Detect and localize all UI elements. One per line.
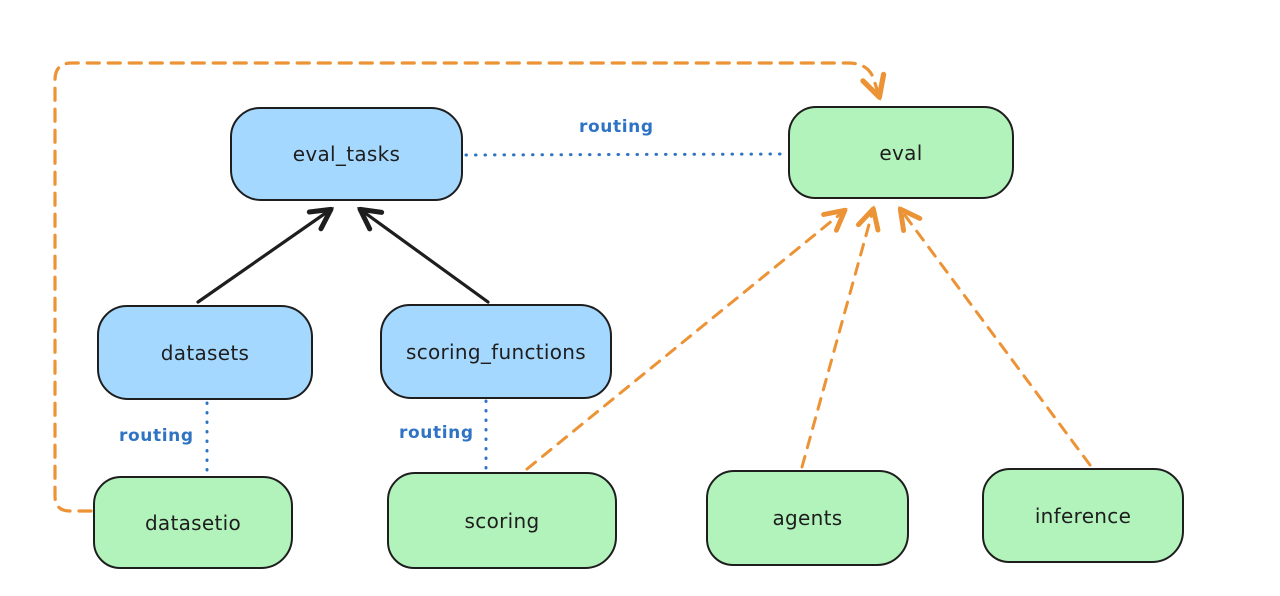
node-inference: inference — [982, 468, 1184, 563]
node-eval-tasks: eval_tasks — [230, 107, 463, 201]
node-datasets-label: datasets — [160, 340, 250, 365]
node-datasetio-label: datasetio — [144, 510, 242, 535]
node-scoring-label: scoring — [464, 508, 540, 533]
node-scoring: scoring — [387, 472, 617, 569]
edge-scoring-functions-to-eval-tasks — [361, 210, 490, 304]
edge-eval-tasks-to-eval — [464, 152, 787, 157]
node-agents: agents — [706, 470, 909, 566]
edge-inference-to-eval — [901, 210, 1092, 467]
node-eval: eval — [788, 106, 1014, 199]
node-eval-tasks-label: eval_tasks — [292, 142, 401, 166]
node-eval-label: eval — [879, 140, 923, 165]
edge-label-routing-eval: routing — [579, 117, 654, 137]
node-scoring-functions: scoring_functions — [380, 304, 612, 399]
node-agents-label: agents — [772, 506, 843, 530]
edge-datasets-to-eval-tasks — [196, 210, 330, 304]
node-scoring-functions-label: scoring_functions — [405, 339, 587, 364]
node-inference-label: inference — [1034, 503, 1132, 528]
node-datasets: datasets — [97, 305, 313, 400]
edge-agents-to-eval — [800, 210, 873, 469]
edge-label-routing-scoring: routing — [399, 423, 474, 443]
node-datasetio: datasetio — [93, 476, 293, 569]
edge-label-routing-datasetio: routing — [119, 426, 194, 446]
